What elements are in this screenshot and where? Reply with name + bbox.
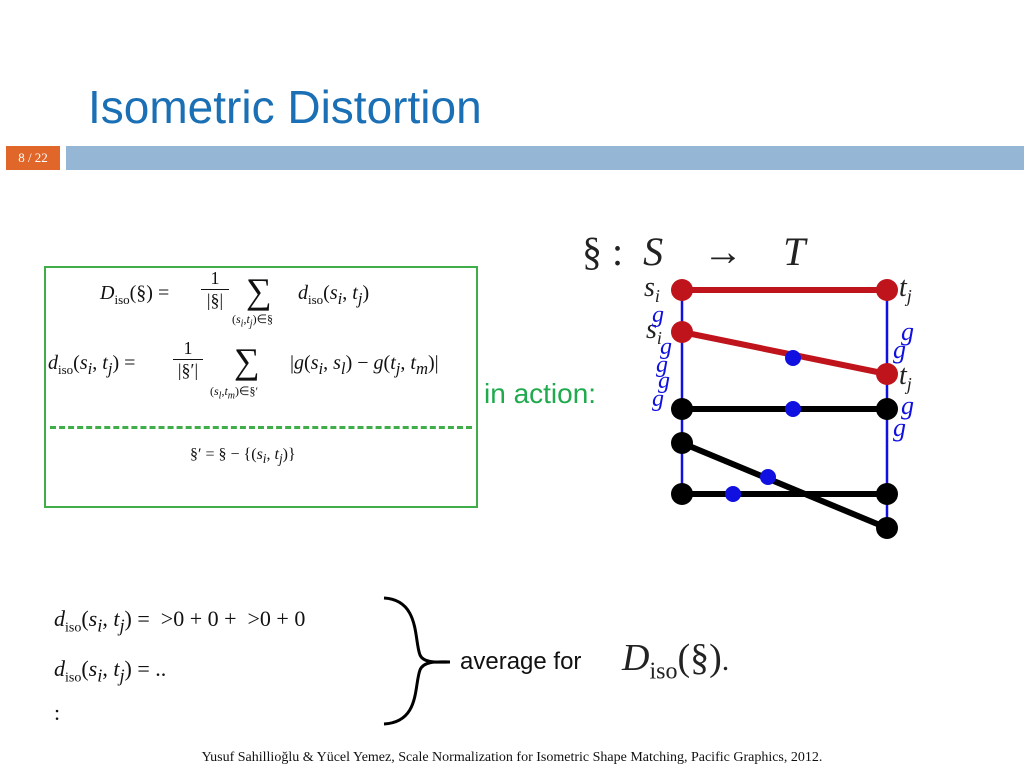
midpoint-dot-2 xyxy=(785,401,801,417)
formula-box xyxy=(44,266,478,508)
label-t-j-second: tj xyxy=(899,360,912,394)
label-g-left-4: g xyxy=(658,368,670,394)
sum-symbol-2: ∑ xyxy=(234,341,260,381)
calc-line-3: : xyxy=(54,700,61,725)
formula-D-iso: Diso(§) = xyxy=(100,282,170,307)
label-t-j-top: tj xyxy=(899,272,912,306)
slide-title: Isometric Distortion xyxy=(88,81,482,133)
node-t-4 xyxy=(876,517,898,539)
label-s-i-top: si xyxy=(644,272,660,306)
node-s-1 xyxy=(671,279,693,301)
grouping-brace xyxy=(383,596,451,726)
label-g-left-5: g xyxy=(652,386,664,412)
in-action-label: in action: xyxy=(484,378,597,409)
sum-index-2: (sl,tm)∈§′ xyxy=(210,384,259,402)
average-D-iso: Diso(§). xyxy=(622,637,730,685)
title-underline-bar xyxy=(66,146,1024,170)
average-for-label: average for xyxy=(460,648,582,675)
match-line-2 xyxy=(681,329,888,377)
formula-d-iso: diso(si, tj) = xyxy=(48,352,136,378)
mapping-notation: § : S → T xyxy=(582,229,806,274)
calc-line-2: diso(si, tj) = .. xyxy=(54,656,167,686)
label-g-right-2: g xyxy=(893,335,906,364)
label-g-right-3: g xyxy=(901,391,914,420)
node-t-1 xyxy=(876,279,898,301)
label-g-right-4: g xyxy=(893,413,906,442)
node-t-2 xyxy=(876,363,898,385)
calc-line-1: diso(si, tj) = >0 + 0 + >0 + 0 xyxy=(54,606,306,636)
match-line-4 xyxy=(680,440,889,531)
label-s-i-second: si xyxy=(646,314,662,348)
node-t-3 xyxy=(876,398,898,420)
node-s-2 xyxy=(671,321,693,343)
midpoint-dot-1 xyxy=(785,350,801,366)
page-number-badge: 8 / 22 xyxy=(6,146,60,170)
label-g-left-2: g xyxy=(660,334,672,360)
node-t-5 xyxy=(876,483,898,505)
midpoint-dot-3 xyxy=(760,469,776,485)
sum-index-1: (si,tj)∈§ xyxy=(232,312,274,330)
citation-footer: Yusuf Sahillioğlu & Yücel Yemez, Scale N… xyxy=(201,750,823,765)
formula-s-prime: §′ = § − {(si, tj)} xyxy=(190,446,296,467)
label-g-right-1: g xyxy=(901,317,914,346)
label-g-left-1: g xyxy=(652,302,664,328)
node-s-3 xyxy=(671,398,693,420)
midpoint-dot-4 xyxy=(725,486,741,502)
sum-symbol-1: ∑ xyxy=(246,271,272,311)
node-s-5 xyxy=(671,483,693,505)
d-iso-term: diso(si, tj) xyxy=(298,282,370,308)
label-g-left-3: g xyxy=(656,352,668,378)
node-s-4 xyxy=(671,432,693,454)
abs-difference-term: |g(si, sl) − g(tj, tm)| xyxy=(290,352,439,378)
dashed-divider xyxy=(50,426,472,429)
fraction-1-over-S: 1|§| xyxy=(200,268,230,311)
fraction-1-over-S-prime: 1|§′| xyxy=(172,338,204,381)
